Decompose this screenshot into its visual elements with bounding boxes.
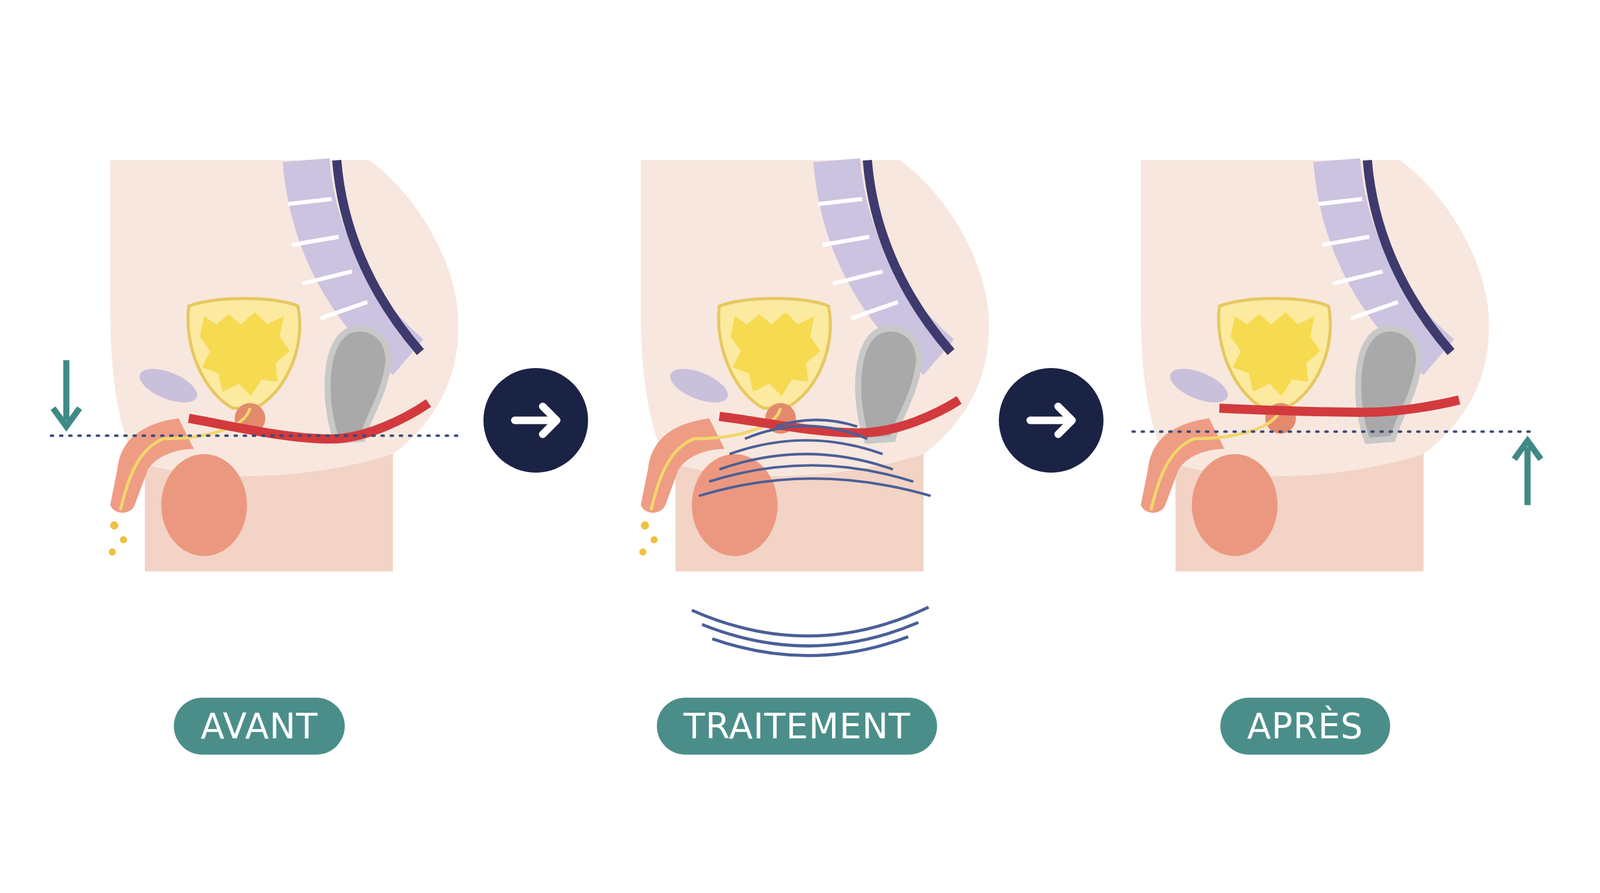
step-label: TRAITEMENT	[656, 697, 938, 755]
arrow-disc	[483, 368, 589, 473]
arrow-head	[543, 406, 557, 435]
step-arrow	[959, 368, 1143, 473]
panel: APRÈS	[1142, 158, 1469, 757]
step-label: APRÈS	[1220, 697, 1391, 755]
panel: TRAITEMENT	[634, 158, 960, 757]
arrow-head	[1058, 406, 1073, 435]
arrow-disc	[998, 368, 1104, 473]
connector-path	[437, 420, 635, 421]
step-label: AVANT	[173, 697, 345, 755]
arrow-shaft	[1030, 416, 1070, 425]
connector-path	[959, 420, 1143, 421]
panel: AVANT	[81, 158, 438, 757]
arrow-shaft	[515, 416, 555, 425]
step-arrow	[437, 368, 635, 473]
